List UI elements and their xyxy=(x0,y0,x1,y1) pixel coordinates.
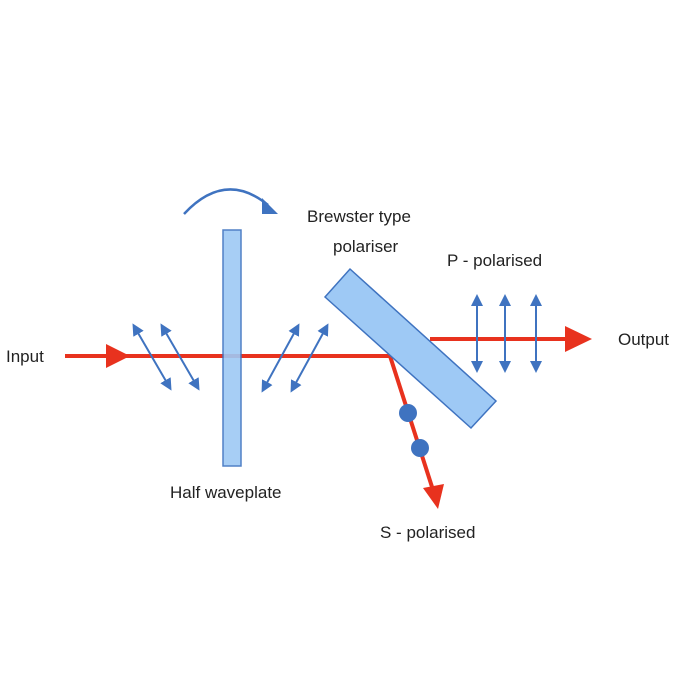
polarisation-arrow-icon xyxy=(290,323,329,393)
s-arrowhead xyxy=(423,484,444,509)
half-waveplate xyxy=(222,229,242,467)
polariser-label: polariser xyxy=(333,237,399,256)
s-polarisation-dot xyxy=(399,404,417,422)
output-arrowhead xyxy=(565,326,592,352)
polarisation-arrow-icon xyxy=(160,323,200,391)
rotation-arrow-icon xyxy=(183,188,269,215)
half-waveplate-label: Half waveplate xyxy=(170,483,282,502)
brewster-polariser xyxy=(323,267,498,430)
s-polarised-label: S - polarised xyxy=(380,523,475,542)
input-arrowhead xyxy=(106,344,130,368)
p-polarised-label: P - polarised xyxy=(447,251,542,270)
input-polarisation-arrows xyxy=(132,323,329,393)
input-label: Input xyxy=(6,347,44,366)
brewster-label: Brewster type xyxy=(307,207,411,226)
s-beam xyxy=(388,355,435,491)
rotation-arrowhead xyxy=(262,198,278,214)
output-label: Output xyxy=(618,330,669,349)
s-polarisation-dot xyxy=(411,439,429,457)
p-polarisation-arrows xyxy=(471,294,542,373)
